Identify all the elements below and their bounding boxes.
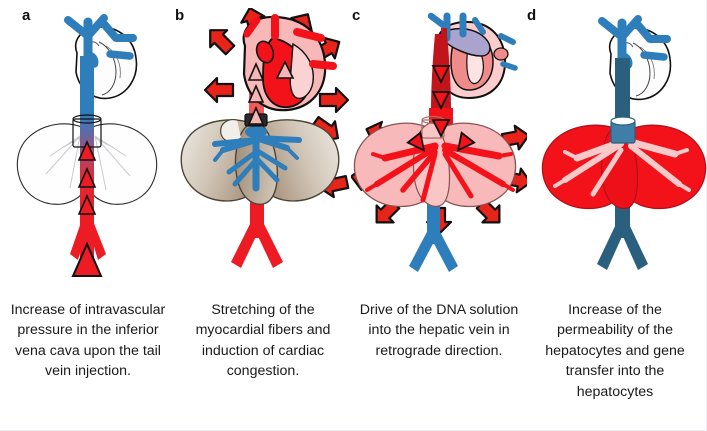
retrograde-hepatic-flow-diagram [351,8,527,293]
hepatocyte-gene-transfer-diagram [527,8,707,293]
liver-pink [353,121,517,208]
panel-d: d [527,0,707,431]
hepatic-veins-pale [553,138,691,197]
panel-caption-c: Drive of the DNA solution into the hepat… [359,302,519,359]
panel-label-c: c [352,7,361,24]
vena-cava-pressure-diagram [0,8,175,293]
flow-arrow-group [71,140,103,277]
panel-a: a [0,0,175,431]
radiating-arrow [318,86,350,114]
radiating-arrow [203,76,235,104]
heart-pale [436,20,509,100]
hepatic-veins-blue [212,126,302,192]
flow-arrow-group [247,60,295,125]
cardiac-congestion-diagram [175,8,351,293]
flow-arrow-group [406,65,476,152]
panel-caption-a: Increase of intravascular pressure in th… [10,302,166,380]
panel-caption-b: Stretching of the myocardial fibers and … [195,302,331,380]
panel-label-a: a [22,7,31,24]
hepatic-vessels-red [365,142,515,203]
panel-label-b: b [175,7,185,24]
panel-c: c [351,0,527,431]
radiating-arrow [209,29,236,56]
great-vessels-blue [598,15,671,69]
diaphragm-cuff [610,116,636,144]
panel-b: b [175,0,351,431]
panel-caption-d: Increase of the permeability of the hepa… [545,302,685,400]
panel-label-d: d [527,7,537,24]
